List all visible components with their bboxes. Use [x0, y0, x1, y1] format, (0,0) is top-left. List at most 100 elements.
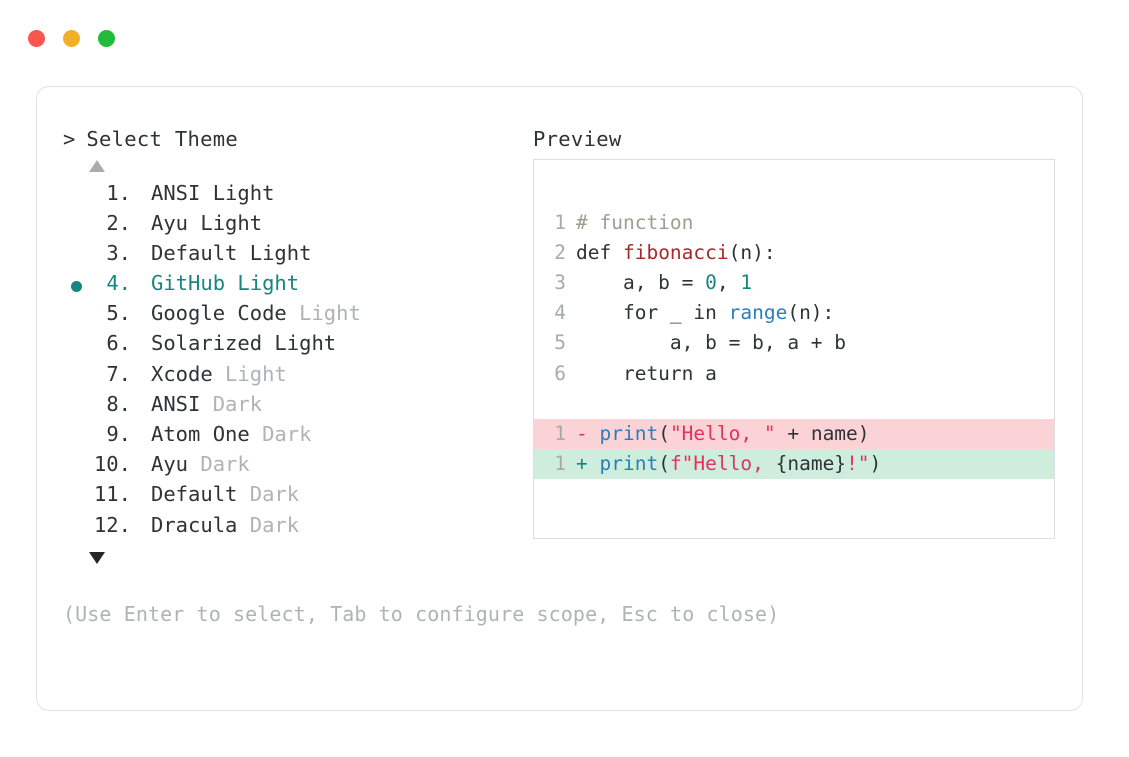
code-token: return a: [576, 361, 717, 385]
theme-item-variant: Dark: [200, 391, 263, 416]
theme-item-spacer: [131, 392, 151, 416]
theme-item-number: 5.: [106, 301, 131, 326]
theme-item-number: 6.: [106, 331, 131, 356]
theme-item-spacer: [131, 331, 151, 355]
code-token: f"Hello,: [669, 452, 776, 476]
code-line: 3 a, b = 0, 1: [534, 268, 1054, 298]
code-token: a, b = b, a + b: [576, 331, 847, 355]
selection-bullet-icon: [63, 392, 89, 422]
diff-marker: +: [576, 452, 600, 476]
code-line: 6 return a: [534, 359, 1054, 389]
selection-bullet-icon: [63, 241, 89, 271]
theme-item-number: 4.: [106, 271, 131, 296]
theme-item-variant: Light: [286, 301, 361, 326]
line-number: 5: [554, 331, 566, 355]
theme-list-item[interactable]: 4. GitHub Light: [63, 271, 533, 301]
code-token: range: [728, 301, 788, 325]
theme-list-item[interactable]: 8. ANSI Dark: [63, 392, 533, 422]
code-token: (n):: [728, 240, 776, 264]
code-token: {name}: [775, 452, 847, 476]
code-token: 1: [740, 270, 753, 294]
code-token: # function: [576, 210, 694, 234]
code-token: 0: [705, 270, 717, 294]
scroll-up-icon[interactable]: [89, 159, 105, 172]
code-token: a, b =: [576, 270, 706, 294]
maximize-button[interactable]: [98, 30, 115, 47]
theme-list-item[interactable]: 1. ANSI Light: [63, 181, 533, 211]
selection-bullet-icon: [63, 181, 89, 211]
theme-item-spacer: [131, 271, 151, 295]
theme-item-number: 11.: [93, 482, 131, 507]
selection-bullet-icon: [63, 271, 89, 301]
code-token: def: [576, 240, 623, 264]
code-token: (: [658, 421, 670, 445]
diff-marker: -: [576, 421, 600, 445]
theme-item-name: Dracula: [151, 512, 238, 537]
theme-item-name: Solarized Light: [151, 331, 337, 356]
keyboard-hint: (Use Enter to select, Tab to configure s…: [63, 601, 780, 626]
code-line: 4 for _ in range(n):: [534, 298, 1054, 328]
theme-item-name: GitHub Light: [151, 271, 300, 296]
code-token: for _ in: [576, 301, 729, 325]
theme-item-spacer: [131, 301, 151, 325]
theme-list-item[interactable]: 3. Default Light: [63, 241, 533, 271]
theme-item-variant: Dark: [237, 512, 300, 537]
theme-list-item[interactable]: 11. Default Dark: [63, 482, 533, 512]
line-number: 1: [554, 210, 566, 234]
theme-item-number: 2.: [106, 210, 131, 235]
theme-item-number: 7.: [106, 361, 131, 386]
theme-item-spacer: [131, 211, 151, 235]
theme-item-spacer: [131, 513, 151, 537]
selection-bullet-icon: [63, 422, 89, 452]
theme-item-name: ANSI Light: [151, 180, 275, 205]
theme-list-item[interactable]: 9. Atom One Dark: [63, 422, 533, 452]
line-number: 3: [554, 270, 566, 294]
theme-item-name: Ayu Light: [151, 210, 263, 235]
code-token: ): [869, 452, 882, 476]
theme-list-item[interactable]: 2. Ayu Light: [63, 211, 533, 241]
window-traffic-lights: [28, 30, 115, 47]
line-number: 6: [554, 361, 566, 385]
theme-item-number: 9.: [106, 422, 131, 446]
code-token: "Hello, ": [669, 421, 776, 445]
code-token: !": [846, 452, 870, 476]
theme-item-spacer: [131, 482, 151, 506]
selection-bullet-icon: [63, 362, 89, 392]
theme-item-number: 1.: [106, 180, 131, 205]
line-number: 1: [554, 421, 566, 445]
code-blank-line: [534, 389, 1054, 419]
code-token: print: [599, 421, 659, 445]
theme-item-number: 3.: [106, 240, 131, 265]
theme-list-item[interactable]: 10. Ayu Dark: [63, 452, 533, 482]
code-token: (: [658, 452, 670, 476]
prompt-header: > Select Theme: [63, 129, 533, 150]
minimize-button[interactable]: [63, 30, 80, 47]
theme-list-item[interactable]: 7. Xcode Light: [63, 362, 533, 392]
line-number: 1: [554, 452, 566, 476]
theme-item-spacer: [131, 422, 151, 446]
selection-bullet-icon: [63, 452, 89, 482]
theme-list-item[interactable]: 5. Google Code Light: [63, 301, 533, 331]
code-token: fibonacci: [622, 240, 729, 264]
theme-item-name: ANSI: [151, 391, 201, 416]
theme-item-number: 10.: [93, 452, 131, 477]
page-title: Select Theme: [86, 127, 239, 151]
theme-item-number: 8.: [106, 391, 131, 416]
selection-bullet-icon: [63, 513, 89, 543]
theme-item-variant: Dark: [249, 422, 312, 446]
selection-bullet-icon: [63, 211, 89, 241]
code-token: (n):: [787, 301, 835, 325]
scroll-down-icon[interactable]: [89, 551, 105, 564]
close-button[interactable]: [28, 30, 45, 47]
theme-list-item[interactable]: 6. Solarized Light: [63, 331, 533, 361]
code-token: ,: [716, 270, 741, 294]
theme-item-name: Atom One: [151, 422, 250, 446]
theme-item-name: Ayu: [151, 452, 189, 477]
theme-list-item[interactable]: 12. Dracula Dark: [63, 513, 533, 543]
theme-item-name: Default: [151, 482, 238, 507]
